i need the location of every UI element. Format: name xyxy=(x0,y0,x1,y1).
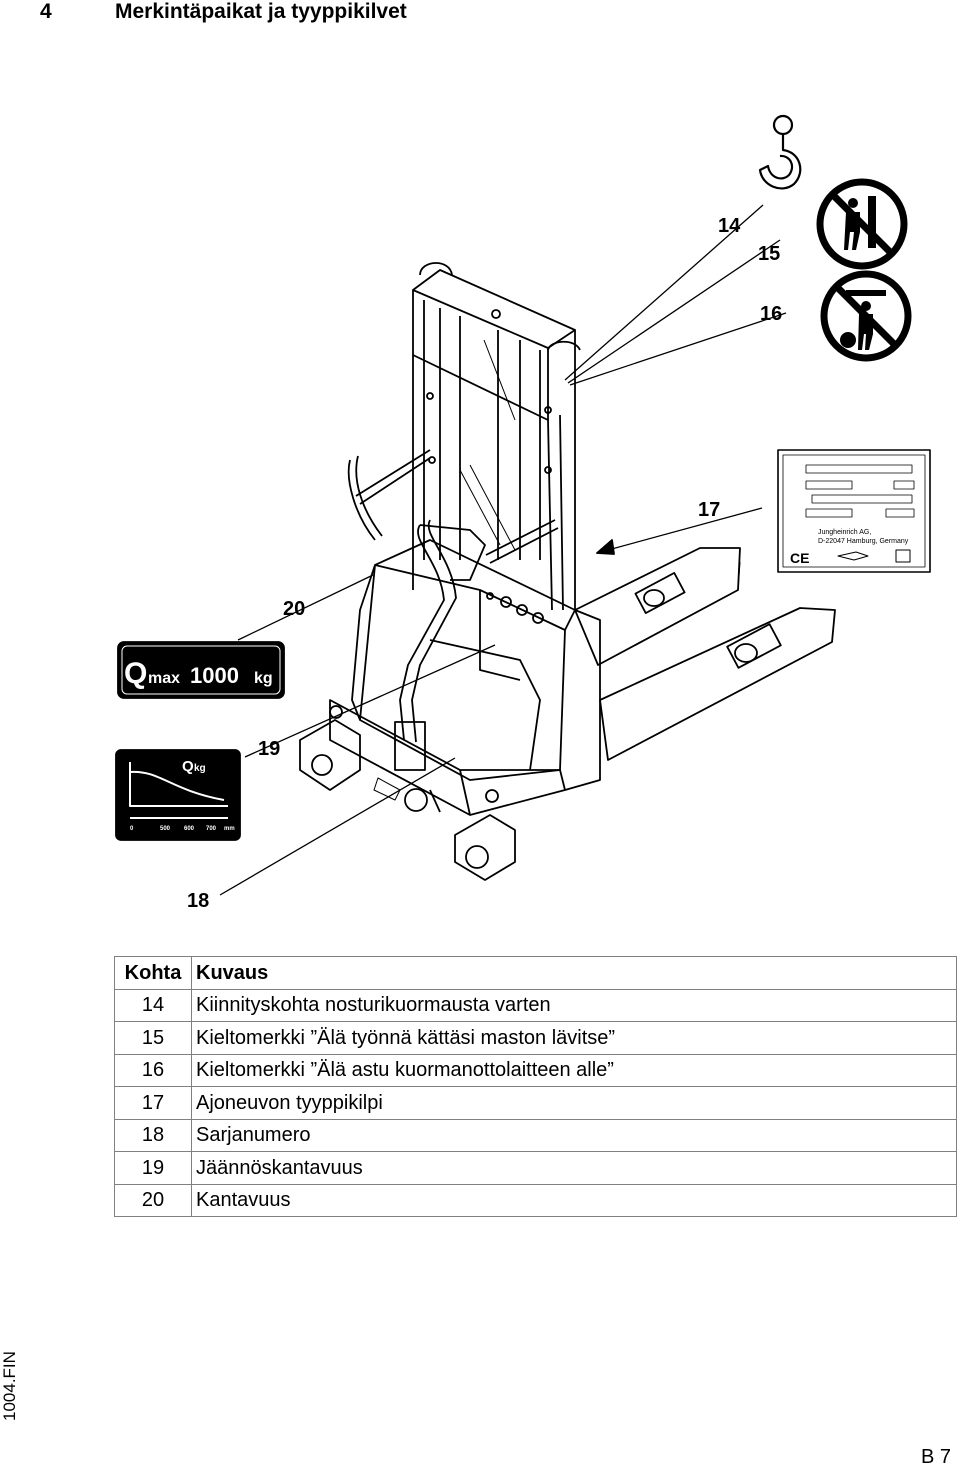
row-item: 14 xyxy=(114,988,192,1022)
crane-hook-icon xyxy=(758,114,802,190)
table-header-row: Kohta Kuvaus xyxy=(114,956,957,990)
residual-axis-500: 500 xyxy=(160,826,171,832)
row-desc: Jäännöskantavuus xyxy=(191,1151,957,1185)
callout-18: 18 xyxy=(187,890,210,912)
table-row: 20 Kantavuus xyxy=(114,1183,957,1217)
row-item: 20 xyxy=(114,1183,192,1217)
plate-company: Jungheinrich AG, xyxy=(818,529,871,536)
row-item: 17 xyxy=(114,1086,192,1120)
residual-q: Q xyxy=(182,758,194,775)
qmax-unit: kg xyxy=(254,670,273,687)
table-row: 17 Ajoneuvon tyyppikilpi xyxy=(114,1086,957,1120)
type-plate xyxy=(777,449,931,573)
table-row: 14 Kiinnityskohta nosturikuormausta vart… xyxy=(114,988,957,1022)
row-desc: Kiinnityskohta nosturikuormausta varten xyxy=(191,988,957,1022)
residual-sub: kg xyxy=(194,763,206,774)
qmax-q: Q xyxy=(124,657,147,690)
qmax-value: 1000 xyxy=(190,663,239,688)
document-code: 1004.FIN xyxy=(0,1351,19,1421)
residual-axis-700: 700 xyxy=(206,826,217,832)
chapter-title: Merkintäpaikat ja tyyppikilvet xyxy=(115,0,407,23)
no-standing-under-forks-sign xyxy=(820,270,912,362)
callout-20: 20 xyxy=(283,598,306,620)
row-item: 19 xyxy=(114,1151,192,1185)
callout-19: 19 xyxy=(258,738,281,760)
row-item: 16 xyxy=(114,1053,192,1087)
table-row: 18 Sarjanumero xyxy=(114,1118,957,1152)
legend-table: Kohta Kuvaus 14 Kiinnityskohta nosturiku… xyxy=(114,956,957,1217)
residual-axis-0: 0 xyxy=(130,826,134,832)
plate-address: D-22047 Hamburg, Germany xyxy=(818,538,909,545)
residual-axis-mm: mm xyxy=(224,826,235,832)
plate-ce-mark: CE xyxy=(790,550,809,566)
chapter-number: 4 xyxy=(40,0,52,23)
qmax-sub: max xyxy=(148,670,180,687)
row-desc: Kieltomerkki ”Älä astu kuormanottolaitte… xyxy=(191,1053,957,1087)
row-desc: Ajoneuvon tyyppikilpi xyxy=(191,1086,957,1120)
table-row: 19 Jäännöskantavuus xyxy=(114,1151,957,1185)
page-number: B 7 xyxy=(921,1446,952,1468)
callout-14: 14 xyxy=(718,215,741,237)
row-desc: Sarjanumero xyxy=(191,1118,957,1152)
row-desc: Kantavuus xyxy=(191,1183,957,1217)
residual-axis-600: 600 xyxy=(184,826,195,832)
callout-17: 17 xyxy=(698,499,721,521)
header-desc: Kuvaus xyxy=(191,956,957,990)
header-item: Kohta xyxy=(114,956,192,990)
callout-15: 15 xyxy=(758,243,781,265)
truck-illustration: Q max 1000 kg Q kg 0 500 600 700 mm Jung… xyxy=(115,114,931,896)
row-item: 15 xyxy=(114,1021,192,1055)
table-row: 16 Kieltomerkki ”Älä astu kuormanottolai… xyxy=(114,1053,957,1087)
table-row: 15 Kieltomerkki ”Älä työnnä kättäsi mast… xyxy=(114,1021,957,1055)
row-item: 18 xyxy=(114,1118,192,1152)
no-hands-through-mast-sign xyxy=(816,178,908,270)
row-desc: Kieltomerkki ”Älä työnnä kättäsi maston … xyxy=(191,1021,957,1055)
callout-16: 16 xyxy=(760,303,783,325)
